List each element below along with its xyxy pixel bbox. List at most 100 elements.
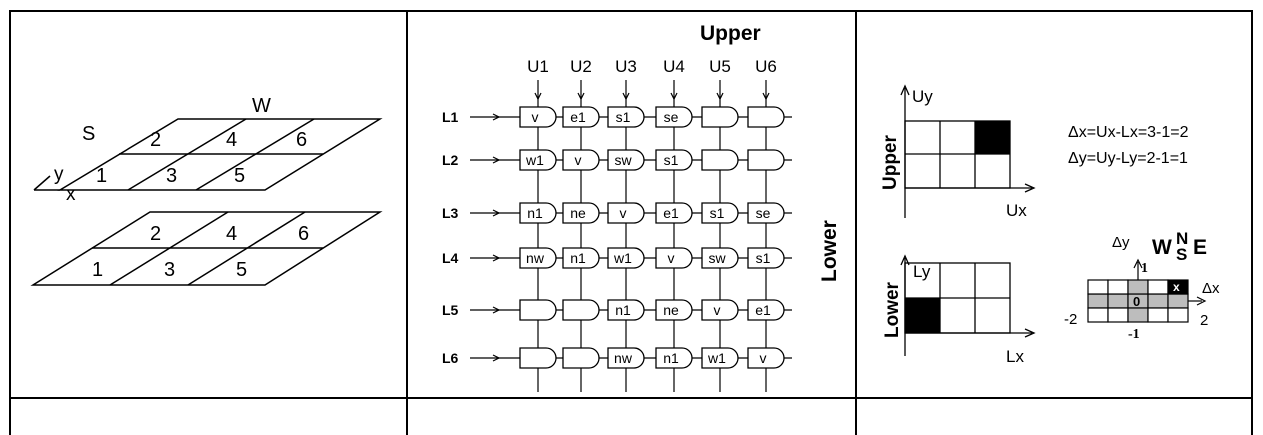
gate-label: n1	[527, 205, 543, 221]
gate-label: n1	[663, 350, 679, 366]
column-label-u6: U6	[755, 57, 777, 76]
top-cell-3: 3	[166, 165, 177, 187]
top-cell-6: 6	[296, 129, 307, 151]
left-panel: 1 2 3 4 5 6 S W y x 1 2 3 4 5 6	[30, 95, 383, 286]
right-arrow-icon	[492, 254, 501, 262]
and-gate	[701, 202, 739, 224]
tick-plus1: 1	[1141, 261, 1148, 276]
tick-minus2: -2	[1064, 311, 1077, 328]
gate-label: w1	[525, 152, 544, 168]
and-gate	[519, 299, 557, 321]
and-gate	[607, 247, 645, 269]
lower-axis-title: Lower	[882, 281, 903, 338]
upper-title: Upper	[700, 22, 761, 45]
top-cell-5: 5	[234, 165, 245, 187]
gate-label: se	[664, 109, 679, 125]
and-gate	[562, 106, 600, 128]
top-cell-4: 4	[226, 129, 237, 151]
formula-dy: Δy=Uy-Ly=2-1=1	[1068, 150, 1188, 167]
and-gate	[519, 106, 557, 128]
and-gate	[519, 202, 557, 224]
row-label-l1: L1	[442, 109, 459, 125]
and-gate	[655, 299, 693, 321]
direction-s: S	[82, 123, 95, 145]
gate-label: n1	[615, 302, 631, 318]
compass-w: W	[1152, 236, 1172, 259]
upper-filled-cell	[975, 121, 1010, 154]
column-label-u4: U4	[663, 57, 685, 76]
column-label-u2: U2	[570, 57, 592, 76]
column-label-u5: U5	[709, 57, 731, 76]
delta-y-label: Δy	[1112, 234, 1130, 251]
gate-label: e1	[755, 302, 771, 318]
and-gate	[519, 149, 557, 171]
down-arrow-icon	[762, 92, 770, 101]
axis-y-label: y	[54, 164, 64, 185]
right-arrow-icon	[492, 156, 501, 164]
and-gate	[562, 299, 600, 321]
down-arrow-icon	[577, 92, 585, 101]
gate-label: e1	[570, 109, 586, 125]
direction-w: W	[252, 95, 271, 117]
and-gate	[655, 106, 693, 128]
top-cell-2: 2	[150, 129, 161, 151]
right-arrow-icon	[492, 354, 501, 362]
and-gate	[701, 106, 739, 128]
tick-plus2: 2	[1200, 312, 1208, 329]
gate-label: w1	[707, 350, 726, 366]
upper-grid	[900, 84, 1036, 218]
down-arrow-icon	[622, 92, 630, 101]
and-gate	[562, 202, 600, 224]
right-arrow-icon	[492, 209, 501, 217]
bottom-layer-grid	[30, 211, 383, 286]
column-label-u1: U1	[527, 57, 549, 76]
bottom-cell-2: 2	[150, 223, 161, 245]
gate-label: v	[532, 109, 539, 125]
gate-label: v	[575, 152, 582, 168]
and-gate	[747, 299, 785, 321]
compass-e: E	[1193, 236, 1207, 259]
and-gate	[701, 347, 739, 369]
lower-title: Lower	[818, 220, 841, 282]
gate-label: sw	[614, 152, 632, 168]
and-gate	[747, 247, 785, 269]
gate-label: s1	[710, 205, 725, 221]
delta-grid	[1087, 258, 1207, 323]
bottom-cell-5: 5	[236, 259, 247, 281]
and-gate	[747, 202, 785, 224]
bottom-cell-1: 1	[92, 259, 103, 281]
bottom-cell-3: 3	[164, 259, 175, 281]
lower-x-label: Lx	[1006, 347, 1024, 366]
upper-axis-title: Upper	[880, 135, 901, 191]
and-gate	[701, 247, 739, 269]
gate-label: s1	[756, 250, 771, 266]
xy-axis-symbol	[33, 175, 60, 191]
tick-minus1: -1	[1128, 327, 1140, 342]
right-arrow-icon	[492, 306, 501, 314]
bottom-cell-6: 6	[298, 223, 309, 245]
gate-label: ne	[570, 205, 586, 221]
and-gate	[607, 299, 645, 321]
row-label-l4: L4	[442, 250, 459, 266]
bottom-cell-4: 4	[226, 223, 237, 245]
and-gate	[747, 106, 785, 128]
row-label-l6: L6	[442, 350, 459, 366]
down-arrow-icon	[670, 92, 678, 101]
lower-grid	[900, 254, 1036, 356]
top-layer-grid	[57, 118, 383, 191]
top-cell-1: 1	[96, 165, 107, 187]
and-gate	[519, 347, 557, 369]
gate-label: v	[620, 205, 627, 221]
gate-label: s1	[664, 152, 679, 168]
gate-label: v	[668, 250, 675, 266]
and-gate	[701, 149, 739, 171]
lower-y-label: Ly	[913, 262, 931, 281]
table-frame	[9, 10, 1253, 435]
formula-dx: Δx=Ux-Lx=3-1=2	[1068, 124, 1189, 141]
and-gate	[655, 149, 693, 171]
target-mark: x	[1173, 280, 1180, 294]
gate-label: n1	[570, 250, 586, 266]
axis-x-label: x	[66, 184, 76, 205]
